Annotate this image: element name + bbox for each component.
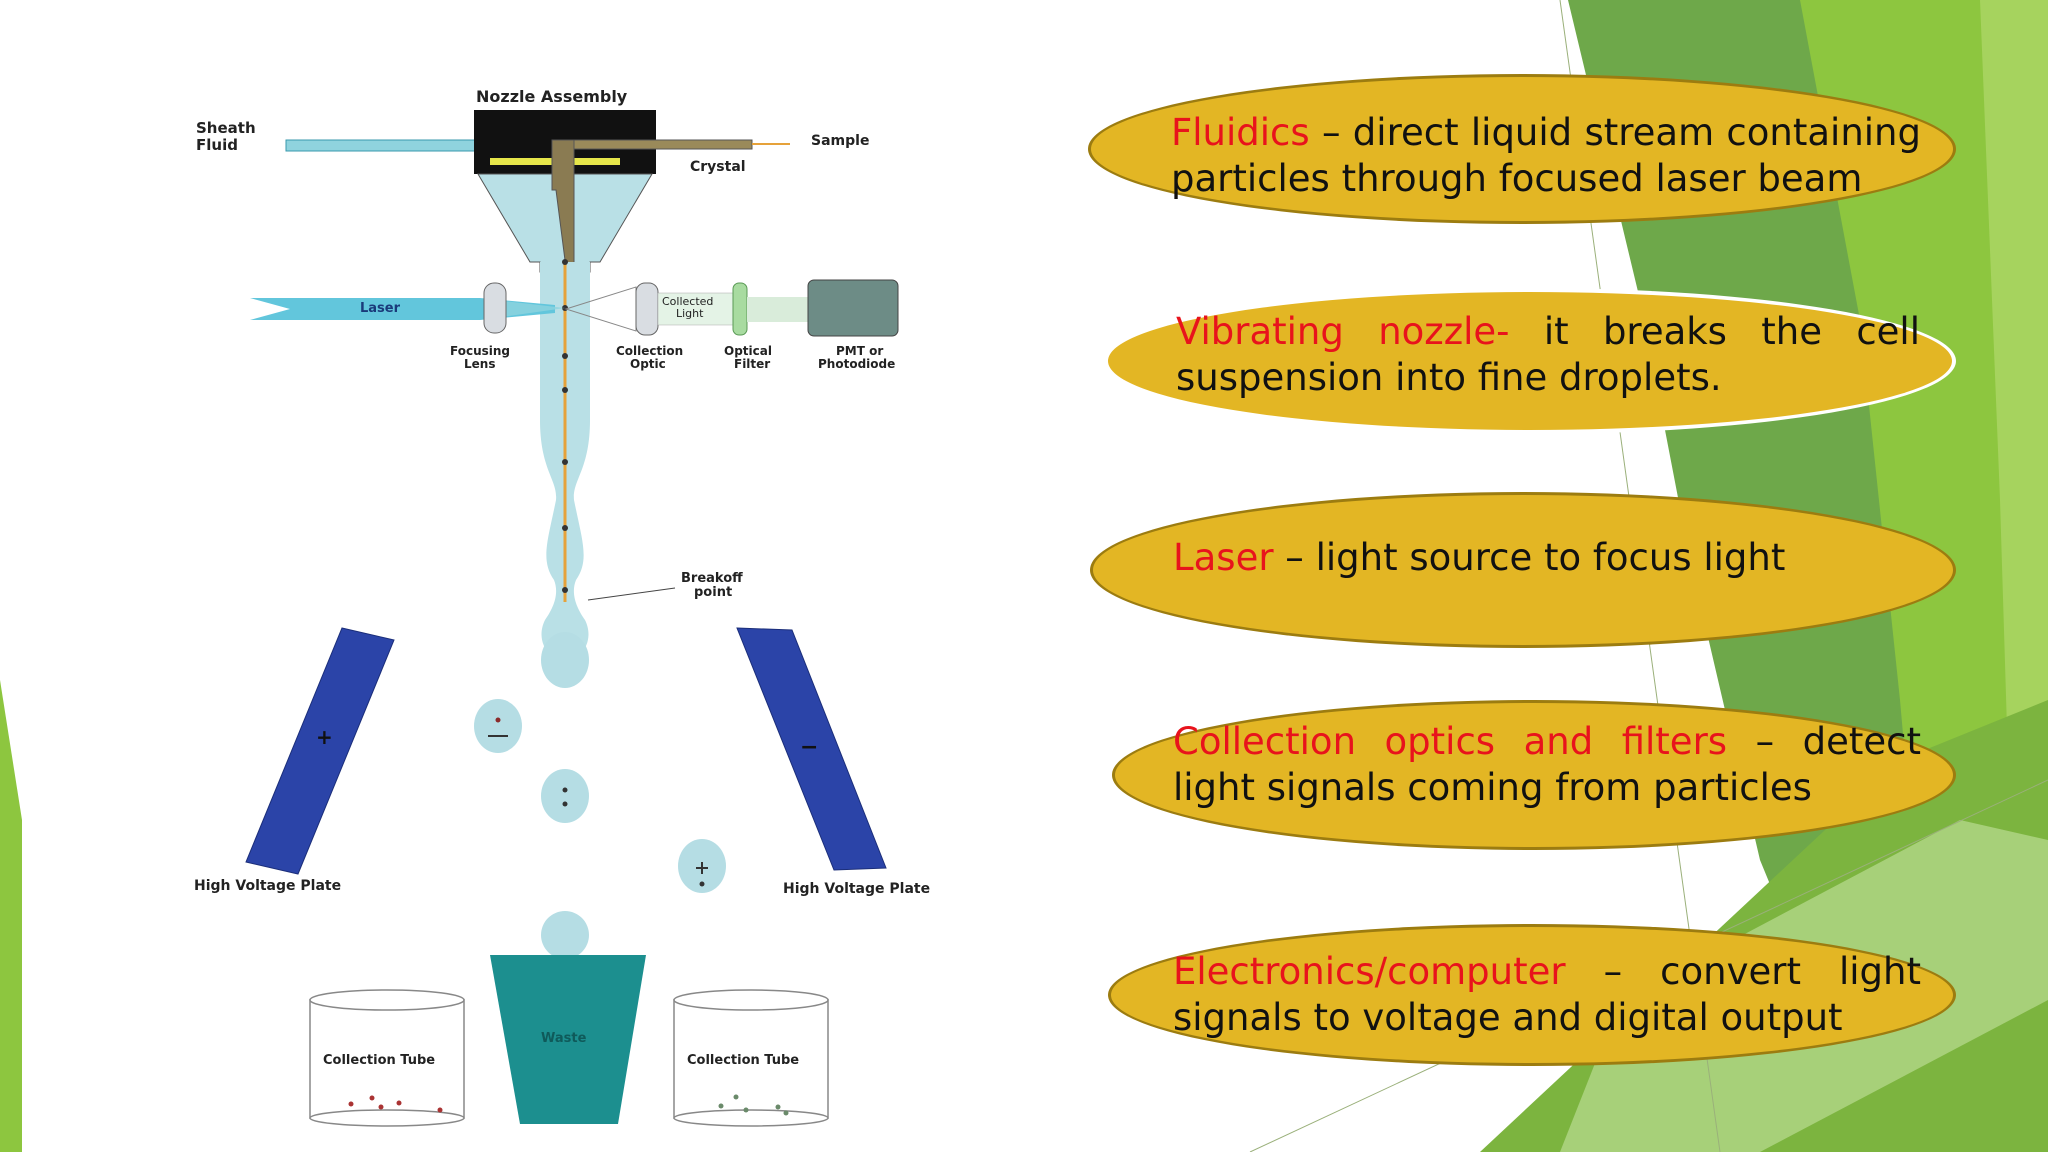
collected-cell [718,1103,724,1109]
laser-beam [250,298,555,320]
right-high-voltage-plate [736,627,887,871]
left-tube-top [309,989,465,1011]
vibrating-nozzle-description: it breaks the cell suspension into fine … [1176,310,1920,399]
optical-filter [732,282,748,336]
focusing-lens-label-line2: Lens [464,357,496,371]
particle [562,387,568,393]
collection-optic-label-line2: Optic [630,357,666,371]
sample-tube [551,139,753,150]
collected-cell [437,1107,443,1113]
collected-cell [369,1095,375,1101]
particle [562,587,568,593]
fluidics-description: – direct liquid stream containing partic… [1171,111,1921,200]
collected-cell [775,1104,781,1110]
filtered-light-beam [747,297,808,322]
sheath-fluid-label-line2: Fluid [196,136,238,154]
left-green-strip [0,680,22,1152]
droplet [541,769,589,823]
electronics-text: Electronics/computer – convert light sig… [1173,949,1921,1041]
collection-optic [635,282,659,336]
vibrating-nozzle-text: Vibrating nozzle- it breaks the cell sus… [1176,309,1920,401]
laser-description: – light source to focus light [1273,536,1786,579]
collection-optics-callout: Collection optics and filters – detect l… [1112,700,1956,850]
left-plate-sign: + [316,725,333,749]
fluidics-term: Fluidics [1171,111,1310,154]
pmt-label-line2: Photodiode [818,357,896,371]
electronics-callout: Electronics/computer – convert light sig… [1108,924,1956,1066]
right-plate-sign: − [800,735,819,760]
fluidics-text: Fluidics – direct liquid stream containi… [1171,110,1921,202]
left-high-voltage-plate [245,627,395,875]
nozzle-assembly-label: Nozzle Assembly [476,87,628,106]
right-collection-tube [673,999,829,1119]
collected-cell [733,1094,739,1100]
droplet [541,911,589,959]
collected-light-label-line2: Light [676,307,704,320]
left-collection-tube [309,999,465,1119]
collected-cell [378,1104,384,1110]
vibrating-nozzle-term: Vibrating nozzle- [1176,310,1510,353]
left-collection-tube-label: Collection Tube [323,1053,436,1068]
optical-filter-label-line1: Optical [724,344,772,358]
cell-dot [562,801,568,807]
cell-dot [562,787,568,793]
collected-cell [396,1100,402,1106]
laser-callout: Laser – light source to focus light [1090,492,1956,648]
particle [562,459,568,465]
vibrating-nozzle-callout: Vibrating nozzle- it breaks the cell sus… [1104,288,1956,434]
particle [562,353,568,359]
collected-cell [783,1110,789,1116]
focusing-lens-label-line1: Focusing [450,344,510,358]
collection-optics-description: – detect light signals coming from parti… [1173,720,1921,809]
collected-cell [348,1101,354,1107]
collected-light-label-line1: Collected [662,295,714,308]
laser-text: Laser – light source to focus light [1173,535,1921,581]
waste-container [490,955,646,1124]
right-tube-top [673,989,829,1011]
right-plate-label: High Voltage Plate [783,881,931,897]
cell-dot [699,881,705,887]
breakoff-label-line1: Breakoff [681,571,743,586]
particle [562,259,568,265]
breakoff-label-line2: point [694,585,733,600]
collection-optics-text: Collection optics and filters – detect l… [1173,719,1921,811]
fluidics-callout: Fluidics – direct liquid stream containi… [1088,74,1956,224]
focusing-lens [483,282,507,334]
laser-focus [495,300,565,318]
right-tube-bottom [673,1109,829,1127]
breakoff-pointer [587,587,676,601]
droplet [541,632,589,688]
electronics-description: – convert light signals to voltage and d… [1173,950,1921,1039]
laser-label: Laser [360,301,401,316]
left-plate-label: High Voltage Plate [194,878,342,894]
collected-cell [743,1107,749,1113]
collection-optic-label-line1: Collection [616,344,684,358]
laser-term: Laser [1173,536,1274,579]
droplet-negative-left [474,699,522,753]
crystal-label: Crystal [690,159,746,175]
flow-cytometer-diagram: Nozzle Assembly Sheath Fluid Sample Crys… [194,87,931,1127]
optical-filter-label-line2: Filter [734,357,771,371]
right-collection-tube-label: Collection Tube [687,1053,800,1068]
pmt-label-line1: PMT or [836,344,884,358]
pmt-photodiode [807,279,899,337]
diagram-graphics [245,110,899,1127]
particle [562,525,568,531]
sheath-fluid-label-line1: Sheath [196,119,256,137]
left-tube-bottom [309,1109,465,1127]
collection-optics-term: Collection optics and filters [1173,720,1728,763]
cell-dot [495,717,501,723]
sample-label: Sample [811,133,870,149]
electronics-term: Electronics/computer [1173,950,1566,993]
waste-label: Waste [541,1031,587,1046]
